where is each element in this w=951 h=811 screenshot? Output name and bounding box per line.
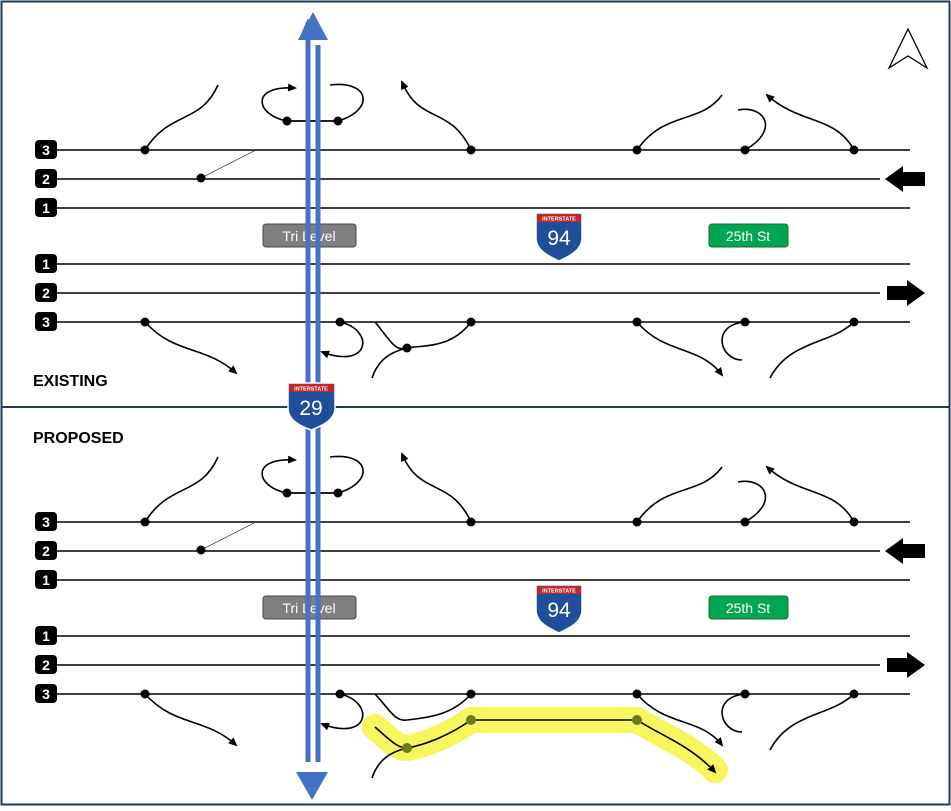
lane-number: 2 [42,657,50,673]
westbound-lanes [55,149,910,209]
ramp-curve [765,93,855,151]
i94-shield-icon: INTERSTATE 94 [535,584,583,634]
lane-number: 1 [42,628,50,644]
svg-text:94: 94 [547,227,571,250]
i94-shield-icon: INTERSTATE 94 [535,212,583,262]
street-sign-25th-text: 25th St [726,228,770,244]
svg-text:INTERSTATE: INTERSTATE [542,589,576,595]
loop-ramp [261,83,297,122]
loop-ramp [329,83,364,122]
eastbound-arrow-icon [887,280,925,306]
eb-ramp-nodes-proposed [140,689,859,699]
lane-number: 2 [42,171,50,187]
panel-existing: 3 2 1 1 2 3 [33,80,925,390]
lane-badge [35,254,57,273]
panel-proposed: 3 2 1 1 2 3 [33,430,925,783]
highlight-nodes [402,715,642,753]
ramp-curve [636,321,724,377]
new-collector-ramp [374,719,717,774]
lane-number: 3 [42,314,50,330]
ramp-curve [144,84,219,151]
lane-number: 2 [42,543,50,559]
lane-badges-proposed: 3 2 1 1 2 3 [35,512,57,703]
i29-corridor: INTERSTATE 29 [287,12,336,800]
lane-number: 1 [42,572,50,588]
street-sign-25th [708,223,789,248]
wb-ramp-nodes-proposed [140,488,859,555]
westbound-arrow-icon [885,538,925,564]
eastbound-lanes-proposed [55,635,910,695]
ramp-curve [737,108,767,151]
loop-ramp [320,321,364,359]
street-sign-25th-text: 25th St [726,600,770,616]
north-arrow-icon [887,27,929,70]
lane-badge [35,283,57,302]
svg-text:94: 94 [547,599,571,622]
svg-text:INTERSTATE: INTERSTATE [294,387,328,393]
ramp-curve [769,321,855,379]
eb-ramp-nodes-existing [140,317,859,353]
wb-taper [200,522,255,551]
i29-north-arrow-icon [298,12,328,40]
lane-number: 1 [42,200,50,216]
street-sign-25th [708,595,789,620]
ramp-curve [401,80,472,151]
lane-number: 3 [42,686,50,702]
wb-taper [200,150,255,179]
eb-ramps-proposed [144,693,855,779]
westbound-arrow-icon [885,166,925,192]
i29-south-arrow-icon [296,772,328,800]
lane-badge [35,312,57,331]
svg-text:INTERSTATE: INTERSTATE [542,217,576,223]
lane-badge [35,198,57,217]
panel-label-proposed: PROPOSED [33,430,124,447]
westbound-lanes-proposed [55,521,910,581]
i29-shield-icon: INTERSTATE 29 [287,382,336,431]
ramp-curve [721,321,746,361]
wb-ramps-existing [144,80,855,151]
lane-number: 2 [42,285,50,301]
svg-text:29: 29 [299,397,322,420]
lane-badge [35,169,57,188]
wb-ramps-proposed [144,452,855,523]
lane-number: 3 [42,142,50,158]
ramp-curve [144,321,238,375]
panel-label-existing: EXISTING [33,373,108,390]
lane-number: 1 [42,256,50,272]
ramp-curve [636,94,723,151]
wb-ramp-nodes-existing [140,116,859,183]
eastbound-lanes [55,263,910,323]
lane-badge [35,140,57,159]
lane-badges-existing: 3 2 1 1 2 3 [35,140,57,331]
lane-number: 3 [42,514,50,530]
eastbound-arrow-icon [887,652,925,678]
